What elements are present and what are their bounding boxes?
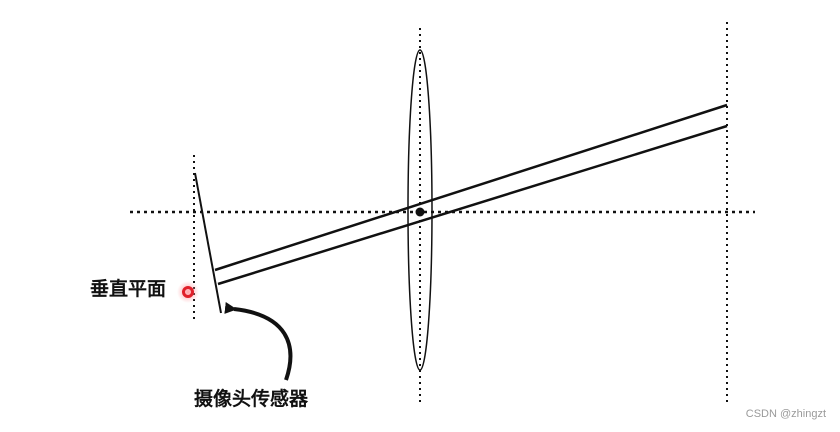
camera-sensor-line [194,172,222,314]
curved-arrow-icon [224,302,293,381]
watermark-text: CSDN @zhingzt [745,408,826,420]
ray-upper [214,103,728,272]
camera-sensor-label: 摄像头传感器 [194,388,309,410]
ray-lower [217,124,728,286]
marker-glow [177,281,199,303]
vertical-plane-label: 垂直平面 [90,278,167,300]
red-circle-dot-icon [182,286,194,298]
lens-center-dot [415,207,425,217]
lens [407,49,433,371]
